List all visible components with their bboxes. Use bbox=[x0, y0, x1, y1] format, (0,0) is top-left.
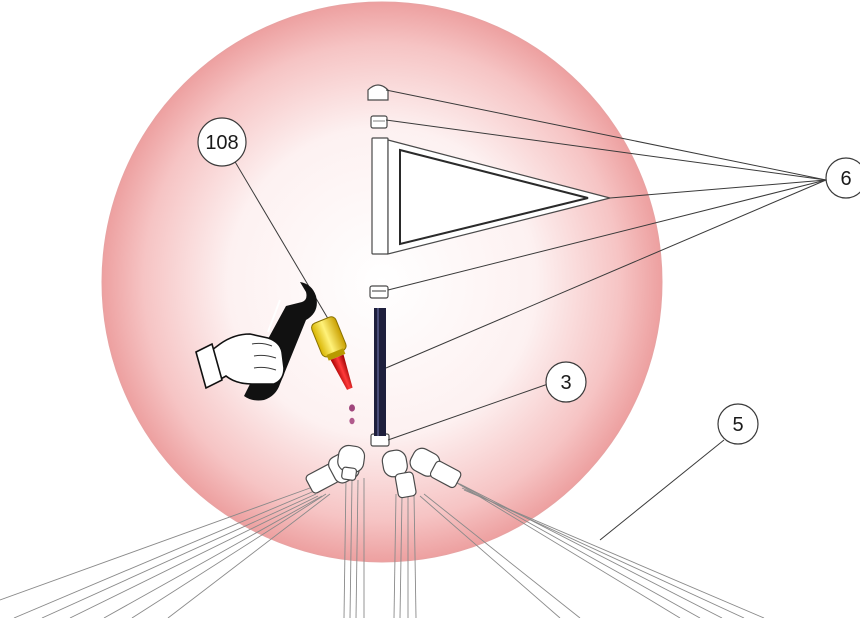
spoke-lines bbox=[0, 477, 765, 618]
connector-mid-right bbox=[381, 449, 417, 499]
callout-108: 108 bbox=[197, 117, 247, 167]
connector-mid-left bbox=[337, 444, 366, 481]
callout-5-label: 5 bbox=[732, 414, 743, 436]
callout-3-leader bbox=[387, 383, 549, 441]
hand-with-wrench-icon bbox=[195, 282, 317, 401]
adhesive-drops bbox=[349, 404, 355, 425]
threaded-rod bbox=[374, 308, 386, 436]
connector-right bbox=[409, 447, 462, 489]
hub-assembly bbox=[305, 433, 462, 499]
pennant-flag bbox=[371, 137, 611, 255]
callout-6-label: 6 bbox=[840, 168, 851, 190]
callout-3-label: 3 bbox=[560, 372, 571, 394]
callout-108-label: 108 bbox=[205, 132, 238, 154]
threadlocker-bottle-icon bbox=[311, 316, 353, 390]
upper-washer bbox=[370, 115, 388, 129]
callout-6-leaders bbox=[385, 89, 827, 369]
callout-3: 3 bbox=[545, 361, 587, 403]
callout-5-leader bbox=[599, 439, 725, 541]
callout-5: 5 bbox=[717, 403, 759, 445]
callout-6: 6 bbox=[825, 157, 860, 199]
lower-nut bbox=[369, 285, 389, 299]
cap-nut bbox=[367, 84, 389, 101]
